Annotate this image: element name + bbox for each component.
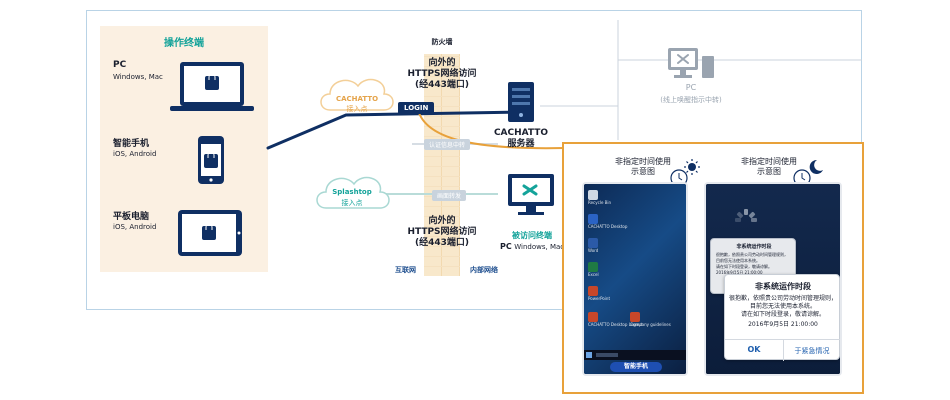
off-hours-dialog: 非系统运作时段 很抱歉，依照贵公司劳动时间管理规则， 目前您无法使用本系统。 请… <box>724 274 840 361</box>
cachatto-cloud-sub: 接入点 <box>346 105 368 113</box>
right-caption-line1: 非指定时间使用 <box>741 157 797 166</box>
loading-spinner-icon <box>735 209 757 222</box>
operating-terminals-title: 操作终端 <box>164 38 204 49</box>
phone-desktop-screen: Recycle Bin CACHATTO Desktop Word Excel … <box>582 182 688 376</box>
desktop-icon-cachatto-logout[interactable]: CACHATTO Desktop Logout <box>588 312 642 327</box>
screen-forward-tag: 画面转发 <box>432 190 467 201</box>
guidelines-icon <box>630 312 640 322</box>
dialog-title: 非系统运作时段 <box>755 282 811 291</box>
cachatto-desktop-label: CACHATTO Desktop <box>588 224 628 229</box>
phone-blocked-screen: 非系统运作时段 很抱歉，依照贵公司劳动时间管理规则， 目前您无法使用本系统。 请… <box>704 182 842 376</box>
phone-label: 智能手机 <box>610 362 662 372</box>
off-hours-popup: 非指定时间使用 示意图 非指定时间使用 示意图 Rec <box>562 142 864 394</box>
device-pc-os: Windows, Mac <box>113 73 163 81</box>
recycle-bin-icon <box>588 190 598 200</box>
word-icon <box>588 238 598 248</box>
powerpoint-label: PowerPoint <box>588 296 611 301</box>
device-phone-name: 智能手机 <box>113 139 150 149</box>
firewall-title: 防火墙 <box>431 38 453 46</box>
laptop-icon <box>170 62 254 111</box>
dialog-emergency-button[interactable]: 于紧急情况 <box>794 347 830 355</box>
cachatto-cloud-icon <box>320 78 394 111</box>
left-caption-line1: 非指定时间使用 <box>615 157 671 166</box>
device-tablet-os: iOS, Android <box>113 223 157 231</box>
device-phone-os: iOS, Android <box>113 150 157 158</box>
remote-pc-name: PC <box>685 83 697 92</box>
server-icon <box>508 82 534 122</box>
cachatto-desktop-icon <box>588 214 598 224</box>
remote-pc-icon <box>668 48 714 78</box>
desktop-icon-powerpoint[interactable]: PowerPoint <box>588 286 610 301</box>
cachatto-logout-icon <box>588 312 598 322</box>
tablet-icon <box>178 210 242 256</box>
auth-relay-tag: 认证信息中转 <box>424 139 471 150</box>
right-caption-line2: 示意图 <box>757 167 781 176</box>
phone-icon <box>198 136 224 184</box>
remote-pc-sub: (线上唤醒指示中转) <box>660 96 722 104</box>
server-label-line2: 服务器 <box>507 139 535 149</box>
cachatto-cloud-name: CACHATTO <box>335 95 379 103</box>
target-terminal-pc: PC <box>500 242 512 251</box>
splashtop-cloud-name: Splashtop <box>332 188 372 196</box>
target-terminal-title: 被访问终端 <box>512 231 552 240</box>
background-dialog-body-3: 2016年9月5日 21:00:00 <box>716 270 763 275</box>
splashtop-cloud-icon <box>316 176 390 209</box>
https-top-line3: (经443端口) <box>414 80 469 90</box>
main-connection-line <box>266 110 522 150</box>
target-pc-icon <box>508 174 554 215</box>
background-dialog-body-0: 很抱歉，依照贵公司劳动时间管理规则， <box>716 252 788 257</box>
desktop-icon-excel[interactable]: Excel <box>588 262 599 277</box>
target-terminal-spec: PC Windows, Mac <box>500 242 564 251</box>
splashtop-cloud-sub: 接入点 <box>341 199 363 207</box>
dialog-body-0: 很抱歉，依照贵公司劳动时间管理规则， <box>728 295 837 302</box>
server-label-line1: CACHATTO <box>493 128 549 138</box>
firewall-wall <box>424 54 460 276</box>
background-dialog-body-2: 请在如下时段登录，敬请谅解。 <box>716 264 772 269</box>
target-terminal-os: Windows, Mac <box>514 243 565 251</box>
login-tag: LOGIN <box>398 102 435 114</box>
background-dialog-title: 非系统运作时段 <box>736 244 772 250</box>
excel-icon <box>588 262 598 272</box>
guidelines-label: Company guidelines <box>630 322 671 327</box>
zone-internet: 互联网 <box>395 266 416 274</box>
dialog-body-2: 请在如下时段登录，敬请谅解。 <box>740 311 825 318</box>
start-icon[interactable] <box>586 352 592 358</box>
device-pc-name: PC <box>113 60 127 70</box>
desktop-wallpaper <box>584 184 686 374</box>
dialog-ok-button[interactable]: OK <box>747 345 761 354</box>
device-tablet-name: 平板电脑 <box>113 212 150 222</box>
background-dialog-body-1: 目前您无法使用本系统。 <box>716 258 760 263</box>
dialog-body-3: 2016年9月5日 21:00:00 <box>748 321 818 328</box>
recycle-bin-label: Recycle Bin <box>588 200 612 205</box>
desktop-icon-word[interactable]: Word <box>588 238 598 253</box>
https-bottom-line1: 向外的 <box>428 216 456 226</box>
dialog-body-1: 目前您无法使用本系统。 <box>749 303 816 310</box>
powerpoint-icon <box>588 286 598 296</box>
desktop-icon-cachatto[interactable]: CACHATTO Desktop <box>588 214 627 229</box>
left-caption-line2: 示意图 <box>631 167 655 176</box>
https-top-line2: HTTPS网络访问 <box>407 69 477 79</box>
https-bottom-line3: (经443端口) <box>414 238 469 248</box>
dialog-button-divider <box>783 339 784 361</box>
https-bottom-line2: HTTPS网络访问 <box>407 227 477 237</box>
taskbar <box>584 350 686 360</box>
word-label: Word <box>588 248 599 253</box>
https-top-line1: 向外的 <box>428 58 456 68</box>
dialog-divider <box>725 339 840 340</box>
taskbar-search[interactable] <box>596 353 618 357</box>
excel-label: Excel <box>588 272 599 277</box>
cachatto-logout-label: CACHATTO Desktop Logout <box>588 322 643 327</box>
zone-internal: 内部网络 <box>470 266 498 274</box>
desktop-icon-recycle[interactable]: Recycle Bin <box>588 190 611 205</box>
desktop-icon-guidelines[interactable]: Company guidelines <box>630 312 671 327</box>
